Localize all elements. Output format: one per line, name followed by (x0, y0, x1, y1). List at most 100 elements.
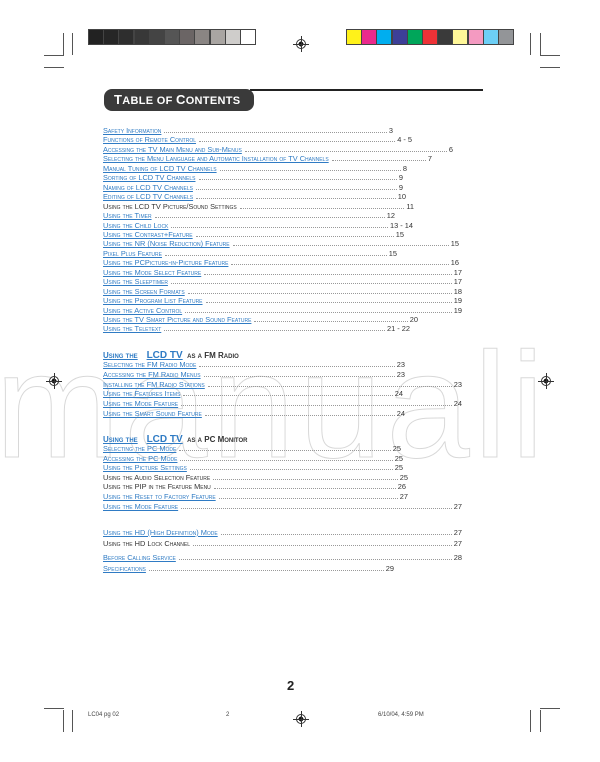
toc-entry-title[interactable]: Functions of Remote Control (103, 135, 197, 145)
toc-entry-page: 11 (406, 201, 414, 211)
title-text: ONTENTS (185, 95, 241, 107)
toc-entry-title[interactable]: Using the Teletext (103, 324, 162, 334)
toc-entry-title[interactable]: Using the Mode Feature (103, 399, 179, 409)
toc-entry-title[interactable]: Accessing the FM Radio Menus (103, 369, 201, 379)
toc-entry[interactable]: Using the LCD TV Picture/Sound Settings 1… (103, 201, 414, 211)
toc-entry-title[interactable]: Accessing the TV Main Menu and Sub-Menus (103, 144, 242, 154)
heading-text[interactable]: LCD TV (146, 434, 183, 445)
toc-entry-title[interactable]: Using the Active Control (103, 305, 183, 315)
toc-entry-title[interactable]: Sorting of LCD TV Channels (103, 173, 196, 183)
toc-entry-title[interactable]: Using the Sleeptimer (103, 277, 168, 287)
toc-entry-title[interactable]: Using the Timer (103, 211, 152, 221)
toc-entry-title[interactable]: Pixel Plus Feature (103, 248, 162, 258)
toc-entry-title[interactable]: Safety Information (103, 126, 162, 135)
toc-entry-title[interactable]: Using the Program List Feature (103, 296, 203, 306)
toc-entry-page: 21 - 22 (386, 324, 410, 334)
heading-text[interactable]: Using the (103, 351, 138, 360)
toc-entry[interactable]: Manual Tuning of LCD TV Channels 8 (103, 163, 407, 173)
toc-entry-title[interactable]: Using the HD (High Definition) Mode (103, 528, 218, 537)
color-swatch (361, 29, 378, 45)
toc-entry-title[interactable]: Using the Smart Sound Feature (103, 409, 202, 418)
toc-entry-title[interactable]: Accessing the PC Mode (103, 453, 178, 463)
toc-entry-title[interactable]: Using the HD Lock Channel (103, 539, 191, 548)
toc-entry-title[interactable]: Using the Picture Settings (103, 463, 187, 473)
crop-mark (540, 710, 541, 732)
toc-entry[interactable]: Using the Teletext 21 - 22 (103, 323, 410, 333)
toc-entry-title[interactable]: Selecting the PC Mode (103, 444, 177, 453)
toc-entry-title[interactable]: Using the Contrast+Feature (103, 229, 193, 239)
heading-text[interactable]: LCD TV (146, 350, 183, 361)
gray-swatch (88, 29, 104, 45)
toc-entry-title[interactable]: Using the Screen Formats (103, 286, 185, 296)
toc-entry-title[interactable]: Before Calling Service (103, 553, 176, 562)
toc-entry-title[interactable]: Using the PCPicture-in-Picture Feature (103, 258, 229, 268)
dot-leader (196, 198, 396, 200)
dot-leader (171, 226, 388, 228)
toc-entry[interactable]: Using the TV Smart Picture and Sound Fea… (103, 314, 418, 324)
toc-entry-title[interactable]: Using the Mode Select Feature (103, 267, 202, 277)
toc-entry-title[interactable]: Naming of LCD TV Channels (103, 182, 193, 192)
color-swatch (376, 29, 393, 45)
toc-entry-title[interactable]: Editing of LCD TV Channels (103, 192, 194, 202)
dot-leader (185, 311, 452, 313)
toc-entry-page: 8 (402, 163, 407, 173)
dot-leader (205, 302, 452, 304)
toc-entry-title[interactable]: Using the Child Lock (103, 220, 169, 230)
toc-entry-title[interactable]: Manual Tuning of LCD TV Channels (103, 163, 217, 173)
toc-entry[interactable]: Selecting the Menu Language and Automati… (103, 153, 432, 163)
toc-entry-title[interactable]: Using the Features Items (103, 389, 181, 399)
toc-entry-title[interactable]: Using the Reset to Factory Feature (103, 492, 216, 501)
dot-leader (220, 534, 452, 535)
toc-entry-title[interactable]: Selecting the FM Radio Mode (103, 360, 197, 369)
dot-leader (198, 179, 397, 181)
toc-entry-page: 6 (448, 144, 453, 154)
toc-entry[interactable]: Using the Reset to Factory Feature 27 (103, 491, 408, 501)
heading-text: as a FM Radio (187, 351, 239, 360)
toc-entry-page: 27 (399, 492, 408, 501)
toc-entry-title[interactable]: Specifications (103, 564, 146, 573)
toc-entry-title[interactable]: Installing the FM Radio Stations (103, 379, 205, 389)
toc-entry-title[interactable]: Using the NR (Noise Reduction) Feature (103, 239, 230, 249)
toc-entry-title[interactable]: Using the Audio Selection Feature (103, 472, 211, 482)
toc-entry-title[interactable]: Using the Mode Feature (103, 501, 179, 511)
toc-entry-title[interactable]: Using the PIP in the Feature Menu (103, 482, 211, 492)
toc-entry[interactable]: Accessing the TV Main Menu and Sub-Menus… (103, 144, 453, 154)
toc-entry-title[interactable]: Using the TV Smart Picture and Sound Fea… (103, 315, 252, 324)
heading-text[interactable]: Using the (103, 435, 138, 444)
toc-entry-title[interactable]: Using the LCD TV Picture/Sound Settings (103, 201, 237, 211)
dot-leader (181, 507, 452, 509)
toc-entry-title[interactable]: Selecting the Menu Language and Automati… (103, 154, 329, 164)
